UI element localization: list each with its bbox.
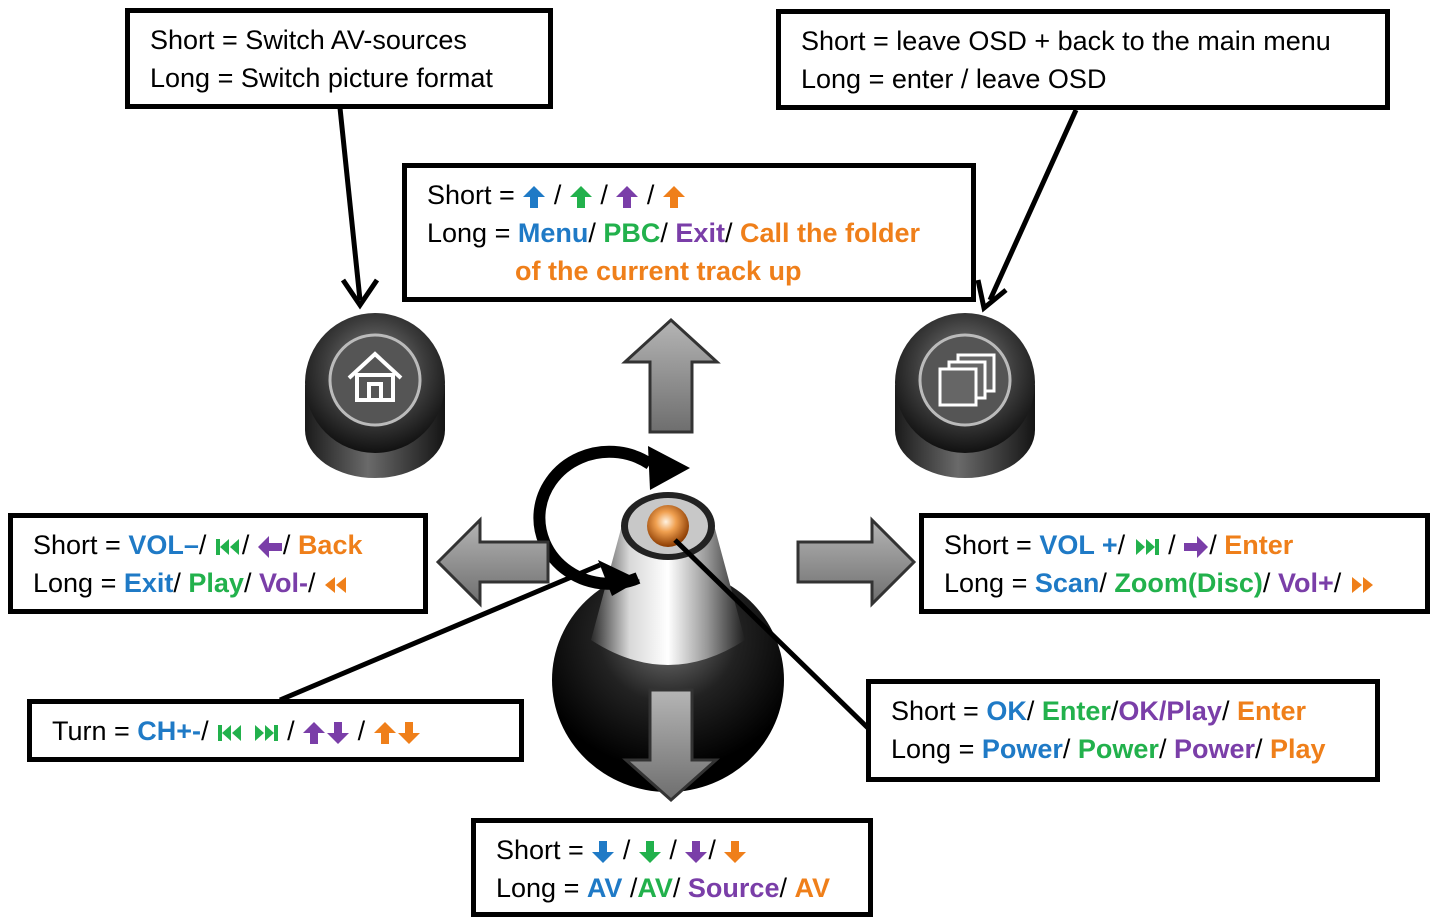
home-button[interactable] (305, 313, 445, 478)
up-direction-arrow (621, 317, 721, 434)
press-callout: Short = OK/ Enter/OK/Play/ Enter Long = … (866, 679, 1380, 782)
enter-push-button[interactable] (647, 505, 689, 547)
down-short-line: Short = / / / (496, 831, 868, 869)
down-arrow-icon (327, 721, 350, 744)
down-callout: Short = / / / Long = AV /AV/ Source/ AV (471, 818, 873, 917)
down-arrow-icon (397, 721, 420, 744)
up-short-line: Short = / / / (427, 176, 971, 214)
down-direction-arrow (622, 688, 720, 803)
next-track-icon (254, 724, 278, 741)
stacked-windows-icon (938, 353, 996, 407)
leader-lines (279, 107, 1079, 732)
up-arrow-icon (373, 721, 396, 744)
up-arrow-icon (569, 185, 592, 208)
previous-track-icon (215, 538, 239, 555)
right-arrow-icon (1184, 535, 1209, 558)
left-short-line: Short = VOL–/ / / Back (33, 530, 363, 560)
right-long-line: Long = Scan/ Zoom(Disc)/ Vol+/ (944, 564, 1425, 602)
down-arrow-icon (638, 840, 661, 863)
left-arrow-icon (257, 535, 282, 558)
next-track-icon (1135, 538, 1159, 555)
rotary-knob[interactable] (552, 492, 784, 792)
down-arrow-icon (724, 840, 747, 863)
up-arrow-icon (662, 185, 685, 208)
home-icon (347, 351, 403, 402)
press-short-line: Short = OK/ Enter/OK/Play/ Enter (891, 696, 1306, 726)
up-arrow-icon (616, 185, 639, 208)
osd-button-callout: Short = leave OSD + back to the main men… (776, 9, 1390, 110)
osd-pointer-head (975, 279, 1008, 313)
fast-forward-icon (1351, 576, 1373, 593)
home-pointer-head (340, 278, 380, 310)
up-long-line-2: of the current track up (515, 256, 802, 286)
turn-line: Turn = CH+-/ / / (52, 712, 519, 750)
rotate-arrow-icon (533, 445, 690, 596)
up-arrow-icon (523, 185, 546, 208)
down-long-line: Long = AV /AV/ Source/ AV (496, 873, 831, 903)
home-short-text: Short = Switch AV-sources (150, 25, 467, 55)
down-arrow-icon (592, 840, 615, 863)
menu-button[interactable] (895, 313, 1035, 478)
turn-callout: Turn = CH+-/ / / (27, 699, 524, 762)
home-long-text: Long = Switch picture format (150, 63, 493, 93)
left-callout: Short = VOL–/ / / Back Long = Exit/ Play… (8, 513, 428, 614)
right-short-line: Short = VOL +/ / / Enter (944, 530, 1294, 560)
down-arrow-icon (685, 840, 708, 863)
home-button-callout: Short = Switch AV-sources Long = Switch … (125, 8, 553, 109)
press-long-line: Long = Power/ Power/ Power/ Play (891, 734, 1326, 764)
osd-long-text: Long = enter / leave OSD (801, 64, 1107, 94)
osd-short-text: Short = leave OSD + back to the main men… (801, 26, 1331, 56)
left-long-line: Long = Exit/ Play/ Vol-/ (33, 564, 423, 602)
right-direction-arrow (796, 516, 917, 608)
up-long-line: Long = Menu/ PBC/ Exit/ Call the folder (427, 218, 921, 248)
left-direction-arrow (435, 516, 550, 608)
rewind-icon (325, 576, 347, 593)
up-callout: Short = / / / Long = Menu/ PBC/ Exit/ Ca… (402, 163, 976, 302)
right-callout: Short = VOL +/ / / Enter Long = Scan/ Zo… (919, 513, 1430, 614)
up-arrow-icon (303, 721, 326, 744)
previous-track-icon (218, 724, 242, 741)
